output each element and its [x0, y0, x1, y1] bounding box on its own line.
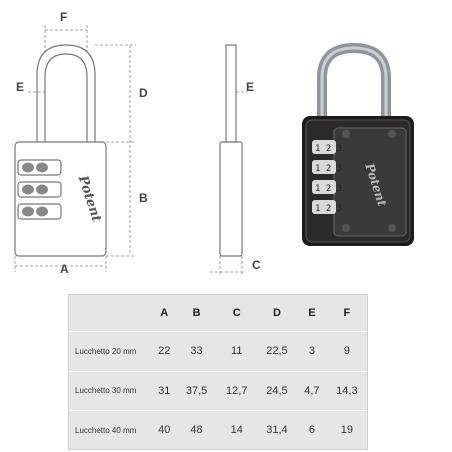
table-cell: 37,5: [176, 370, 217, 411]
dim-label-e-side: E: [246, 80, 255, 94]
table-row: Lucchetto 40 mm 40 48 14 31,4 6 19: [69, 410, 367, 449]
table-cell: 31: [152, 370, 177, 411]
table-row: Lucchetto 30 mm 31 37,5 12,7 24,5 4,7 14…: [69, 370, 367, 411]
table-row: Lucchetto 20 mm 22 33 11 22,5 3 9: [69, 331, 367, 372]
table-cell: 3: [297, 331, 327, 372]
table-header-cell: E: [308, 307, 316, 319]
row-label: Lucchetto 20 mm: [69, 331, 152, 372]
table-cell: 4,7: [297, 370, 327, 411]
dim-label-d: D: [139, 86, 148, 100]
table-cell: 12,7: [216, 370, 257, 411]
svg-text:1 2 3: 1 2 3: [315, 144, 342, 154]
table-cell: 48: [176, 410, 217, 449]
row-label: Lucchetto 30 mm: [69, 370, 152, 411]
table-header-row: A B C D E F: [69, 295, 367, 332]
table-cell: 11: [216, 331, 257, 372]
brand-logo: Potent: [74, 173, 103, 224]
table-cell: 22,5: [256, 331, 298, 372]
table-header-cell: D: [272, 307, 281, 319]
svg-text:1 2 3: 1 2 3: [315, 164, 342, 174]
table-header-cell: A: [160, 307, 169, 319]
technical-drawing: Potent: [14, 25, 414, 276]
row-label: Lucchetto 40 mm: [69, 410, 152, 449]
table-cell: 6: [297, 410, 327, 449]
table-cell: 9: [326, 331, 367, 372]
dim-label-f: F: [60, 10, 68, 24]
table-cell: 14,3: [326, 370, 367, 411]
table-cell: 19: [326, 410, 367, 449]
table-cell: 40: [152, 410, 177, 449]
table-cell: 14: [216, 410, 257, 449]
dim-label-c: C: [252, 258, 261, 272]
table-header-cell: [69, 295, 152, 332]
table-cell: 22: [152, 331, 177, 372]
table-header-cell: F: [343, 307, 351, 319]
dimensions-table: A B C D E F Lucchetto 20 mm 22 33 11 22,…: [68, 294, 368, 450]
table-cell: 33: [176, 331, 217, 372]
svg-text:1 2 3: 1 2 3: [315, 184, 342, 194]
dim-label-b: B: [139, 191, 148, 205]
dim-label-a: A: [60, 262, 69, 276]
table-cell: 31,4: [256, 410, 298, 449]
table-header-cell: C: [232, 307, 241, 319]
table-cell: 24,5: [256, 370, 298, 411]
svg-text:1 2 3: 1 2 3: [315, 204, 342, 214]
lock-photo: 1 2 3 1 2 3 1 2 3 1 2 3 Potent: [302, 42, 414, 246]
table-header-cell: B: [192, 307, 201, 319]
dim-label-e-front: E: [16, 80, 25, 94]
